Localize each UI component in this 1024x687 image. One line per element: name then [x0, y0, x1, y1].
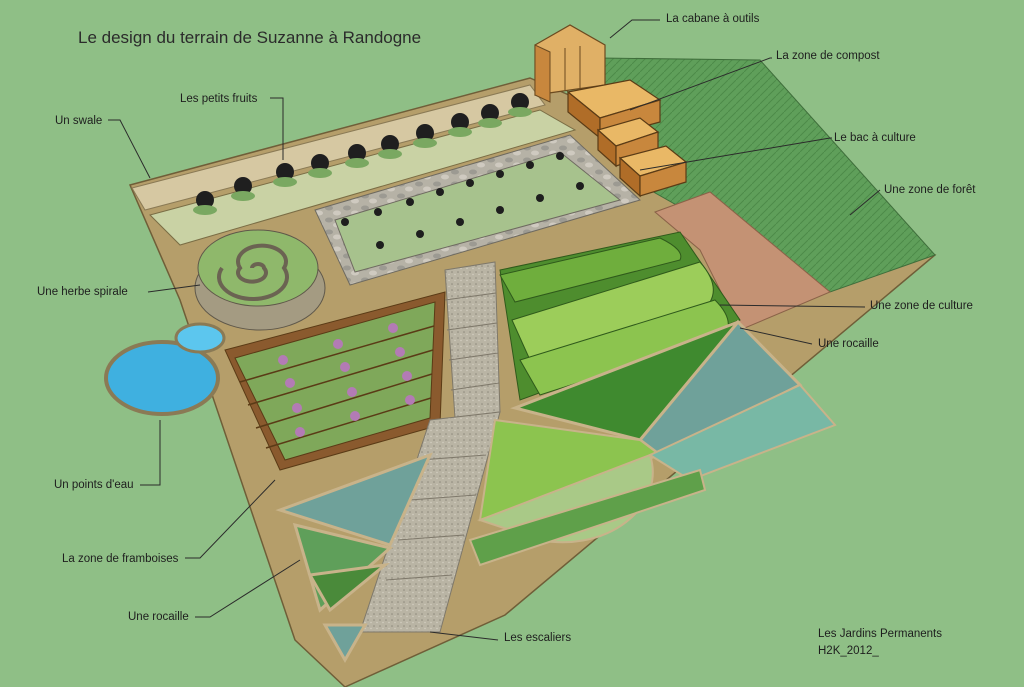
rockery-left-3 — [307, 562, 391, 613]
label-small-fruits: Les petits fruits — [180, 93, 258, 105]
herb-spiral-path — [217, 243, 289, 302]
label-stairs: Les escaliers — [504, 632, 572, 644]
label-swale: Un swale — [55, 115, 103, 127]
stairs-upper — [444, 261, 501, 419]
label-compost: La zone de compost — [776, 50, 880, 62]
stairs-lower — [359, 411, 501, 633]
fruit-shrub-bases — [193, 107, 532, 215]
leader-lines — [108, 19, 881, 641]
label-forest-zone: Une zone de forêt — [884, 184, 976, 196]
lower-culture-2 — [647, 383, 837, 482]
label-raspberry-zone: La zone de framboises — [62, 553, 179, 565]
label-culture-zone: Une zone de culture — [870, 300, 973, 312]
fruit-shrubs — [196, 93, 529, 209]
lower-culture-3 — [468, 468, 707, 567]
label-rockery-left: Une rocaille — [128, 611, 189, 623]
rockery-left-1 — [275, 452, 433, 547]
label-tool-shed: La cabane à outils — [666, 13, 760, 25]
culture-plants — [341, 152, 584, 249]
water-pond-large — [104, 340, 220, 416]
credit-line-2: H2K_2012_ — [818, 645, 879, 657]
water-pond-small — [174, 322, 226, 354]
credit-line-1: Les Jardins Permanents — [818, 628, 943, 640]
stairs-steps — [385, 292, 500, 581]
label-herb-spiral: Une herbe spirale — [37, 286, 128, 298]
culture-mound-1 — [499, 237, 682, 303]
label-rockery-right: Une rocaille — [818, 338, 879, 350]
diagram-title: Le design du terrain de Suzanne à Randog… — [78, 28, 422, 47]
path-zone — [654, 191, 831, 331]
label-water-point: Un points d'eau — [54, 479, 134, 491]
label-culture-bed: Le bac à culture — [834, 132, 916, 144]
herb-spiral-top — [197, 229, 319, 307]
compost-boxes — [566, 79, 688, 198]
raspberry-rows — [239, 325, 435, 449]
raspberry-plants — [278, 323, 415, 437]
swale-strip — [131, 84, 546, 211]
raspberry-zone — [234, 301, 436, 461]
culture-bed-inner — [334, 151, 622, 273]
rockery-left-4 — [322, 623, 368, 664]
small-fruits-bed — [149, 109, 577, 246]
tool-shed-side — [534, 44, 551, 103]
